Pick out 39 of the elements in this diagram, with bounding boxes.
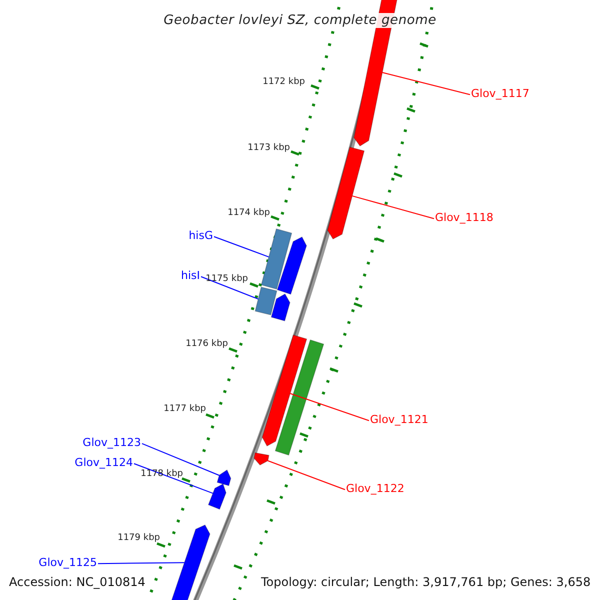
gene-label: hisG xyxy=(188,230,213,241)
gene-label: Glov_1121 xyxy=(370,414,428,425)
title: Geobacter lovleyi SZ, complete genome xyxy=(164,13,436,28)
gene-block-pointed xyxy=(216,469,232,486)
footer-text: Accession: NC_010814 xyxy=(9,576,146,588)
scale-label: 1174 kbp xyxy=(228,209,270,218)
gene-block-pointed xyxy=(276,236,307,295)
gene-label: Glov_1122 xyxy=(346,483,404,494)
scale-label: 1179 kbp xyxy=(118,534,160,543)
gene-block xyxy=(254,286,278,316)
gene-block-pointed xyxy=(262,334,308,447)
leader-line xyxy=(98,562,185,564)
leader-line xyxy=(290,393,370,422)
gene-label: hisI xyxy=(180,270,200,281)
gene-label: Glov_1117 xyxy=(471,88,530,99)
leader-line xyxy=(200,276,259,300)
leader-line xyxy=(214,236,270,258)
gene-label: Glov_1124 xyxy=(74,457,133,468)
gene-label: Glov_1123 xyxy=(82,437,141,448)
gene-block xyxy=(274,339,324,456)
gene-block-pointed xyxy=(254,452,270,466)
scale-label: 1177 kbp xyxy=(164,405,206,414)
leader-line xyxy=(352,195,434,220)
gene-block-pointed xyxy=(208,483,226,510)
footer-text: Topology: circular; Length: 3,917,761 bp; Genes: 3,658 xyxy=(261,576,591,588)
leader-line xyxy=(134,463,214,494)
scale-label: 1176 kbp xyxy=(186,340,228,349)
leader-line xyxy=(382,72,470,96)
gene-block-pointed xyxy=(170,524,210,600)
scale-label: 1172 kbp xyxy=(262,78,305,87)
gene-block-pointed xyxy=(270,293,290,322)
gene-label: Glov_1118 xyxy=(435,212,494,223)
scale-label: 1178 kbp xyxy=(140,470,183,479)
scale-label: 1175 kbp xyxy=(206,275,248,284)
leader-line xyxy=(267,460,346,490)
gene-label: Glov_1125 xyxy=(38,557,97,568)
leader-line xyxy=(142,443,220,476)
scale-label: 1173 kbp xyxy=(248,144,290,153)
gene-block-pointed xyxy=(327,146,365,240)
